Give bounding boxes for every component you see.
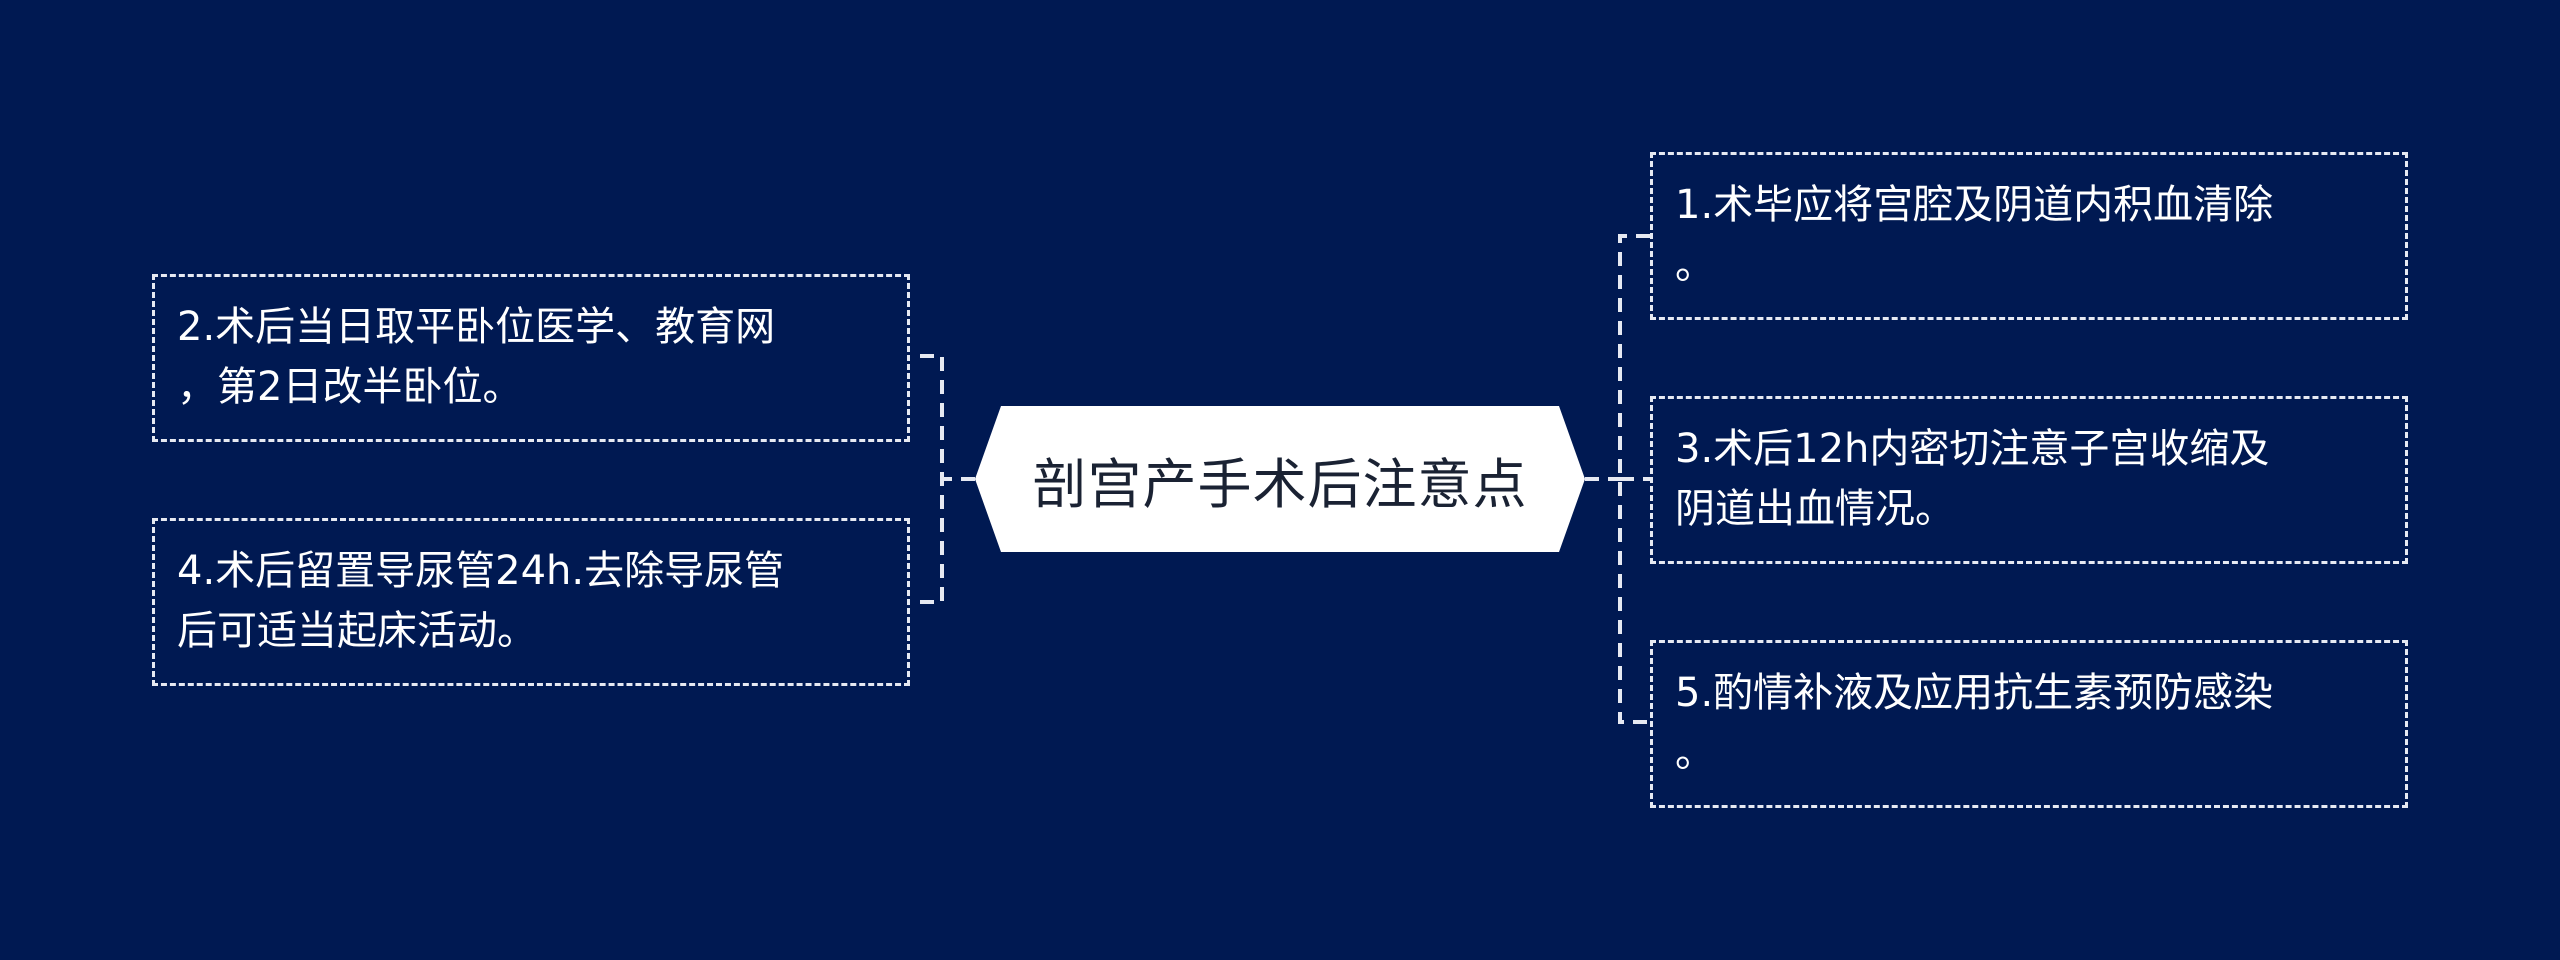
- leaf-node-3-line-2: 阴道出血情况。: [1675, 486, 1955, 532]
- leaf-node-5[interactable]: 5.酌情补液及应用抗生素预防感染 。: [1650, 640, 2408, 808]
- leaf-node-5-line-2: 。: [1675, 730, 1715, 776]
- leaf-node-3[interactable]: 3.术后12h内密切注意子宫收缩及 阴道出血情况。: [1650, 396, 2408, 564]
- right-bracket-line: [1618, 234, 1650, 724]
- leaf-node-4-line-2: 后可适当起床活动。: [177, 608, 537, 654]
- leaf-node-2-line-1: 2.术后当日取平卧位医学、教育网: [177, 304, 776, 350]
- center-node-label: 剖宫产手术后注意点: [1032, 452, 1528, 516]
- leaf-node-2[interactable]: 2.术后当日取平卧位医学、教育网 ，第2日改半卧位。: [152, 274, 910, 442]
- leaf-node-1-line-2: 。: [1675, 242, 1715, 288]
- leaf-node-1[interactable]: 1.术毕应将宫腔及阴道内积血清除 。: [1650, 152, 2408, 320]
- leaf-node-3-line-1: 3.术后12h内密切注意子宫收缩及: [1675, 426, 2270, 472]
- leaf-node-4[interactable]: 4.术后留置导尿管24h.去除导尿管 后可适当起床活动。: [152, 518, 910, 686]
- center-node[interactable]: 剖宫产手术后注意点: [975, 406, 1585, 552]
- leaf-node-5-line-1: 5.酌情补液及应用抗生素预防感染: [1675, 670, 2274, 716]
- left-bracket-line: [920, 354, 944, 604]
- leaf-node-1-line-1: 1.术毕应将宫腔及阴道内积血清除: [1675, 182, 2274, 228]
- center-node-shape: [975, 406, 1585, 552]
- leaf-node-4-line-1: 4.术后留置导尿管24h.去除导尿管: [177, 548, 785, 594]
- leaf-node-2-line-2: ，第2日改半卧位。: [177, 364, 523, 410]
